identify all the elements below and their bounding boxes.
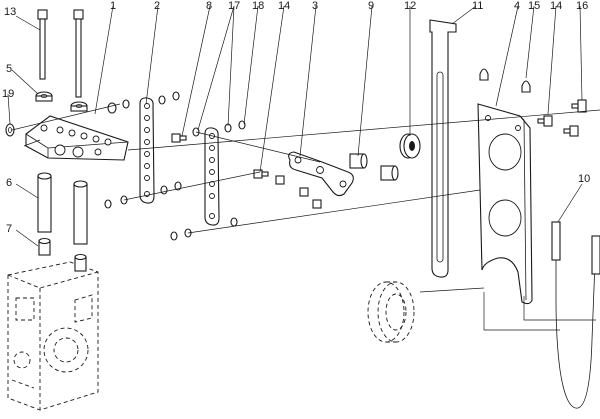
spacer-9 bbox=[349, 153, 368, 169]
callout-13: 13 bbox=[4, 6, 16, 18]
acorn-nut-left bbox=[479, 68, 489, 81]
spacer-tube-right bbox=[73, 180, 88, 245]
callout-leaders bbox=[7, 5, 583, 247]
long-bolt-left bbox=[37, 9, 48, 80]
callout-4: 4 bbox=[514, 0, 520, 12]
screw-15 bbox=[571, 99, 587, 113]
callout-9: 9 bbox=[368, 0, 374, 12]
lever-3 bbox=[288, 151, 354, 197]
long-bolt-right bbox=[73, 9, 84, 98]
screw-14-lower bbox=[563, 125, 579, 137]
spacer-tube-left bbox=[37, 172, 52, 233]
link-bar-18 bbox=[204, 127, 220, 226]
callout-18: 17 bbox=[228, 0, 240, 12]
callout-16: 15 bbox=[528, 0, 540, 12]
callout-14-left: 14 bbox=[278, 0, 290, 12]
spacer-9b bbox=[380, 165, 399, 181]
control-cable bbox=[551, 221, 600, 409]
callout-labels: 13 5 19 1 2 6 7 8 17 18 14 3 9 12 11 4 1… bbox=[2, 0, 590, 235]
callout-5: 5 bbox=[6, 63, 12, 75]
washer-17 bbox=[5, 123, 15, 137]
callout-14-right: 14 bbox=[550, 0, 562, 12]
callout-8: 8 bbox=[206, 0, 212, 12]
callout-12: 12 bbox=[404, 0, 416, 12]
link-bar-2 bbox=[139, 97, 155, 204]
callout-11: 11 bbox=[472, 0, 483, 12]
gearbox-housing bbox=[7, 261, 99, 411]
screw-14-right bbox=[537, 115, 553, 127]
callout-17: 19 bbox=[2, 88, 14, 100]
callout-2: 2 bbox=[154, 0, 160, 12]
washer-right bbox=[70, 101, 88, 112]
mounting-bracket bbox=[25, 115, 129, 161]
callout-6: 6 bbox=[6, 177, 12, 189]
callout-3: 3 bbox=[312, 0, 318, 12]
main-plate-4 bbox=[477, 103, 533, 305]
callout-1: 1 bbox=[110, 0, 116, 12]
bushing-left bbox=[38, 237, 51, 256]
callout-7: 7 bbox=[6, 223, 12, 235]
washer-left bbox=[35, 91, 53, 102]
control-slot-plate bbox=[429, 19, 457, 278]
wheel bbox=[367, 281, 415, 343]
callout-10: 10 bbox=[578, 173, 590, 185]
acorn-nut-right bbox=[521, 80, 531, 93]
assembly-lines bbox=[11, 103, 600, 331]
pulley-12 bbox=[399, 133, 421, 159]
callout-15: 16 bbox=[576, 0, 588, 12]
bushing-right bbox=[74, 253, 87, 272]
callout-19: 18 bbox=[252, 0, 264, 12]
